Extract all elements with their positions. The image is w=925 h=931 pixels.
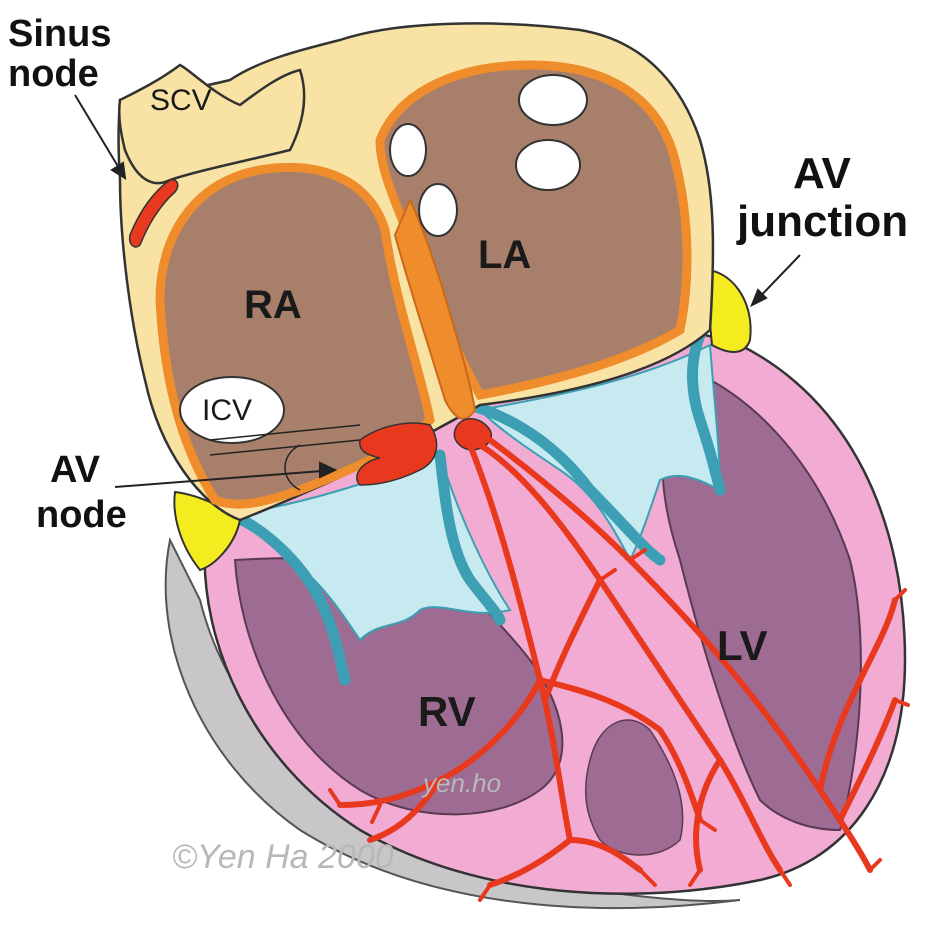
sinus-node-label-line2: node xyxy=(8,53,99,95)
av-junction-label-line2: junction xyxy=(736,197,908,246)
watermark: yen.ho xyxy=(421,768,501,798)
pulmonary-vein-hole-3 xyxy=(390,124,426,176)
ra-label: RA xyxy=(244,283,302,327)
pulmonary-vein-hole-4 xyxy=(419,184,457,236)
av-junction-label-line1: AV xyxy=(793,149,852,198)
pulmonary-vein-hole-1 xyxy=(519,75,587,125)
la-label: LA xyxy=(478,233,531,277)
icv-label: ICV xyxy=(202,394,252,427)
av-node-label-line2: node xyxy=(36,494,127,536)
av-node-label-line1: AV xyxy=(50,449,101,491)
lv-label: LV xyxy=(717,622,768,669)
rv-label: RV xyxy=(418,688,476,735)
scv-label: SCV xyxy=(150,84,212,117)
sinus-node-label-line1: Sinus xyxy=(8,13,111,55)
copyright-signature: ©Yen Ha 2000 xyxy=(172,838,394,876)
pulmonary-vein-hole-2 xyxy=(516,140,580,190)
